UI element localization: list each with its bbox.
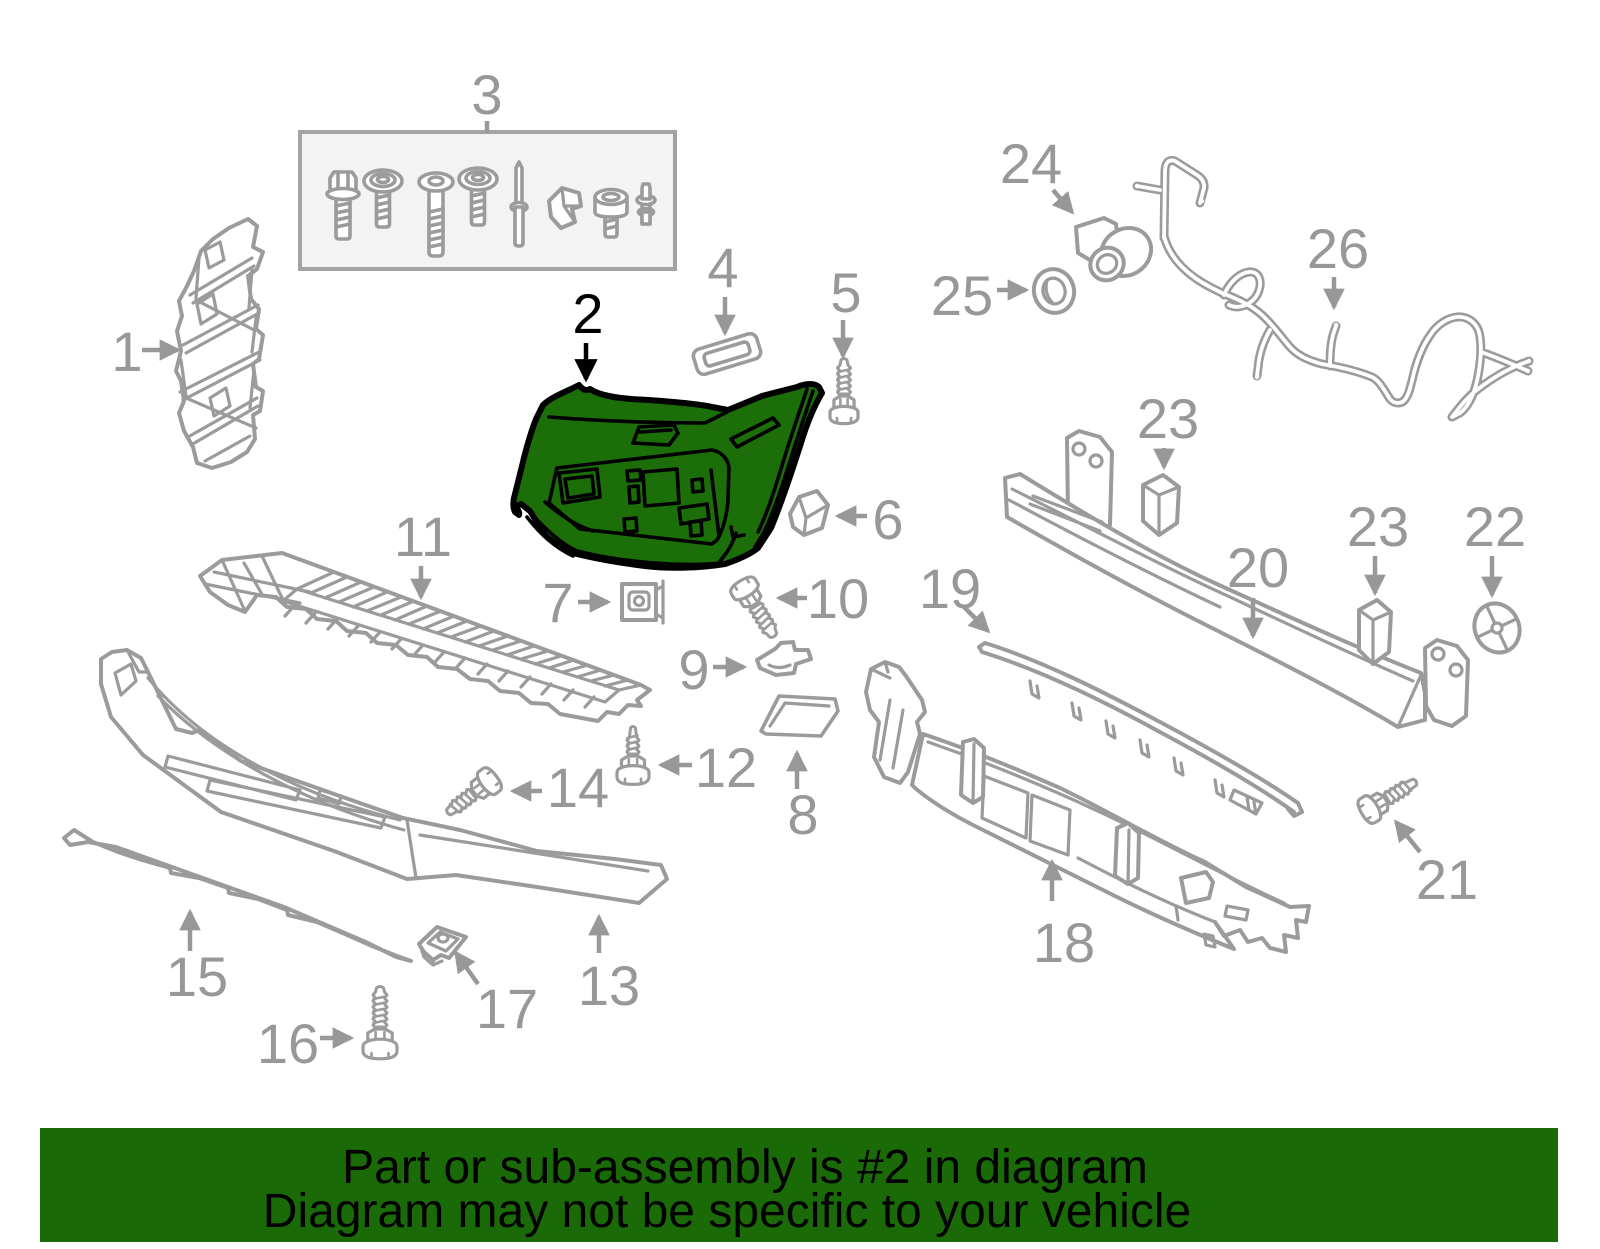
svg-text:14: 14	[547, 756, 609, 819]
svg-text:5: 5	[830, 261, 861, 324]
svg-text:11: 11	[394, 505, 452, 568]
svg-text:24: 24	[1000, 132, 1062, 195]
svg-text:25: 25	[931, 264, 993, 327]
svg-text:18: 18	[1033, 911, 1095, 974]
svg-text:16: 16	[257, 1012, 319, 1075]
svg-text:23: 23	[1347, 495, 1409, 558]
svg-text:Part or sub-assembly is #2 in: Part or sub-assembly is #2 in diagram	[342, 1141, 1148, 1194]
svg-text:22: 22	[1464, 495, 1526, 558]
svg-text:13: 13	[578, 954, 640, 1017]
svg-text:26: 26	[1307, 217, 1369, 280]
svg-text:6: 6	[872, 488, 903, 551]
svg-text:9: 9	[678, 638, 709, 701]
svg-text:17: 17	[476, 977, 538, 1040]
svg-text:20: 20	[1227, 536, 1289, 599]
svg-text:4: 4	[707, 236, 738, 299]
svg-text:23: 23	[1137, 387, 1199, 450]
svg-text:10: 10	[807, 567, 869, 630]
svg-text:8: 8	[787, 783, 818, 846]
svg-text:19: 19	[919, 557, 981, 620]
svg-text:15: 15	[166, 945, 228, 1008]
svg-text:12: 12	[695, 736, 757, 799]
svg-text:21: 21	[1416, 848, 1478, 911]
svg-text:Diagram may not be specific to: Diagram may not be specific to your vehi…	[263, 1185, 1191, 1238]
svg-text:3: 3	[471, 63, 502, 126]
svg-text:2: 2	[572, 282, 603, 345]
svg-text:7: 7	[542, 571, 573, 634]
svg-text:1: 1	[111, 320, 142, 383]
